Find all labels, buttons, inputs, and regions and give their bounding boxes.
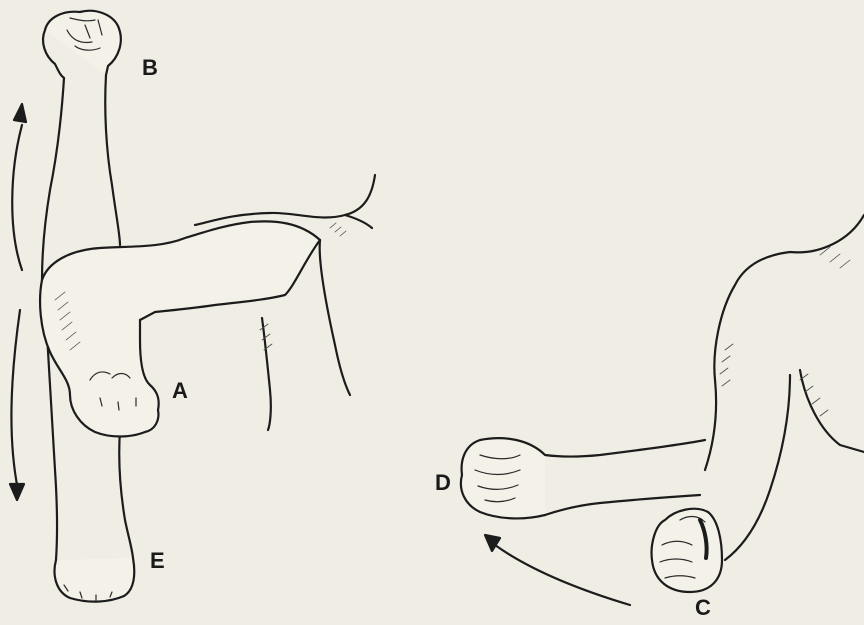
forearm-d	[461, 438, 705, 518]
bent-arm-a	[40, 221, 350, 436]
curved-motion-arrow	[485, 535, 630, 605]
label-e: E	[150, 548, 165, 574]
vertical-motion-arrow	[10, 104, 26, 500]
label-d: D	[435, 470, 451, 496]
label-b: B	[142, 55, 158, 81]
label-c: C	[695, 595, 711, 621]
right-shoulder-outline	[705, 215, 864, 560]
label-a: A	[172, 378, 188, 404]
fist-c	[652, 509, 722, 592]
